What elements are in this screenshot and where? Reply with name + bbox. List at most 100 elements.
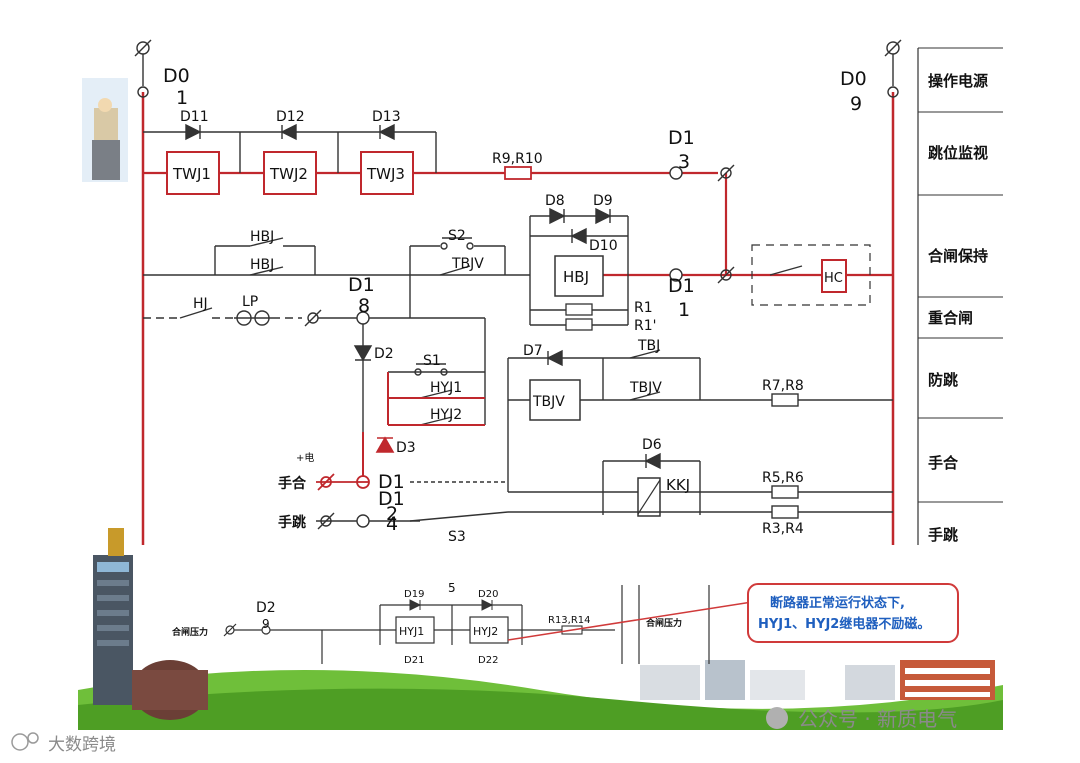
bus-terminals — [134, 39, 902, 98]
contact-tbjv-label: TBJV — [451, 256, 484, 272]
diode-d11-label: D11 — [180, 109, 209, 125]
contact-hj-label: HJ — [193, 296, 208, 312]
manual-trip-label: 手跳 — [278, 514, 306, 531]
contact-s2-label: S2 — [448, 228, 466, 244]
diode-d9 — [595, 207, 612, 225]
manual-close-label: 手合 — [278, 475, 307, 492]
section-label-manual-close: 手合 — [928, 454, 959, 472]
resistor-r1 — [565, 303, 593, 316]
plate-lp-label: LP — [242, 294, 258, 310]
coil-hbj — [554, 255, 604, 297]
contact-s1-label: S1 — [423, 353, 441, 369]
section-label-manual-trip: 手跳 — [928, 526, 958, 544]
coil-tbjv — [529, 379, 581, 421]
coil-twj2-label: TWJ2 — [269, 165, 308, 183]
diode-d6-label: D6 — [642, 437, 662, 453]
close-pressure-row: 合闸压力 D2 9 5 D19 D20 HYJ1 HYJ2 D21 D22 R1… — [172, 581, 753, 666]
diode-d3 — [375, 436, 395, 453]
resistor-r7r8 — [771, 393, 799, 407]
diode-d20-label: D20 — [478, 589, 498, 600]
callout-line-1: 断路器正常运行状态下, — [770, 595, 905, 611]
resistor-r5r6-label: R5,R6 — [762, 470, 804, 486]
coil-twj1-label: TWJ1 — [172, 165, 211, 183]
reclose-row: HJ LP D1 8 — [143, 274, 486, 425]
coil-hyj2-label: HYJ2 — [473, 625, 498, 638]
section-label-anti-pump: 防跳 — [928, 371, 958, 389]
terminal-d29-label: D2 — [256, 600, 276, 616]
diode-d2-label: D2 — [374, 346, 394, 362]
terminal-d09-label: D0 — [840, 68, 867, 90]
contact-hbj-b-label: HBJ — [250, 257, 274, 273]
terminal-d13-num: 3 — [678, 151, 690, 173]
diode-d20 — [481, 599, 494, 611]
plus-e-label: +电 — [296, 451, 314, 464]
callout-line-2: HYJ1、HYJ2继电器不励磁。 — [758, 616, 930, 632]
section-table: 操作电源 跳位监视 合闸保持 重合闸 防跳 手合 手跳 — [917, 47, 1003, 545]
coil-tbjv-label: TBJV — [532, 394, 565, 410]
diode-d12-label: D12 — [276, 109, 305, 125]
hc-mechanism-box — [751, 244, 871, 306]
diode-d13-label: D13 — [372, 109, 401, 125]
contact-hbj-a-label: HBJ — [250, 229, 274, 245]
terminal-d13-label: D1 — [668, 127, 695, 149]
resistor-r9r10 — [504, 166, 532, 180]
terminal-d11-label: D1 — [668, 275, 695, 297]
diode-d21-label: D21 — [404, 655, 424, 666]
diode-d7 — [546, 349, 563, 367]
diode-d6 — [644, 452, 661, 470]
terminal-d12-prefix: D1 — [378, 488, 405, 510]
coil-hyj2 — [469, 616, 509, 644]
diode-d2 — [353, 345, 373, 362]
terminal-d14-num: 4 — [386, 513, 398, 535]
coil-hc — [821, 259, 847, 293]
diode-d11 — [185, 123, 202, 141]
diode-d22-label: D22 — [478, 655, 498, 666]
manual-close-row: +电 手合 D1 D1 2 D6 KKJ R5,R6 — [278, 437, 893, 525]
coil-twj3-label: TWJ3 — [366, 165, 405, 183]
diode-d3-label: D3 — [396, 440, 416, 456]
terminal-d12-num: 2 — [386, 503, 398, 525]
coil-hbj-label: HBJ — [563, 268, 589, 286]
terminal-d01-num: 1 — [176, 87, 188, 109]
contact-hyj2-label: HYJ2 — [430, 407, 462, 423]
coil-twj1 — [166, 151, 220, 195]
watermark-left: 大数跨境 — [48, 735, 116, 755]
watermark-right-icon — [766, 707, 788, 729]
resistor-r1p-label: R1' — [634, 318, 656, 334]
resistor-r3r4-label: R3,R4 — [762, 521, 804, 537]
diode-d19-label: D19 — [404, 589, 424, 600]
coil-hyj1 — [395, 616, 435, 644]
resistor-r1p — [565, 318, 593, 331]
coil-hyj1-label: HYJ1 — [399, 625, 424, 638]
terminal-d12-label: D1 — [378, 471, 405, 493]
contact-hyj1-label: HYJ1 — [430, 380, 462, 396]
diode-d8-label: D8 — [545, 193, 565, 209]
contact-s3-label: S3 — [448, 529, 466, 545]
diode-d9-label: D9 — [593, 193, 613, 209]
coil-hc-label: HC — [824, 271, 843, 286]
terminal-d2-5-label: 5 — [448, 581, 456, 595]
watermark-right: 公众号 · 新质电气 — [798, 707, 957, 731]
callout: 断路器正常运行状态下, HYJ1、HYJ2继电器不励磁。 — [747, 583, 959, 643]
resistor-r1-label: R1 — [634, 300, 653, 316]
resistor-r9r10-label: R9,R10 — [492, 151, 543, 167]
diode-d10-label: D10 — [589, 238, 618, 254]
terminal-d01-label: D0 — [163, 65, 190, 87]
section-label-power: 操作电源 — [928, 72, 988, 90]
resistor-r5r6 — [771, 485, 799, 499]
anti-pump-block: D2 S1 HYJ1 HYJ2 D3 D7 — [353, 324, 893, 492]
terminal-d29-num: 9 — [262, 617, 270, 631]
terminal-d09-num: 9 — [850, 93, 862, 115]
watermark-left-icon — [11, 733, 29, 751]
terminal-d18-num: 8 — [358, 295, 370, 317]
manual-trip-row: 手跳 4 R3,R4 S3 — [278, 505, 893, 545]
diode-d7-label: D7 — [523, 343, 543, 359]
coil-twj2 — [263, 151, 317, 195]
section-label-reclose: 重合闸 — [928, 309, 973, 327]
diode-d12 — [280, 123, 297, 141]
section-label-close-hold: 合闸保持 — [927, 247, 988, 265]
coil-twj3 — [360, 151, 414, 195]
diode-d8 — [549, 207, 566, 225]
resistor-r13r14-label: R13,R14 — [548, 615, 591, 626]
coil-kkj-label: KKJ — [666, 476, 690, 494]
